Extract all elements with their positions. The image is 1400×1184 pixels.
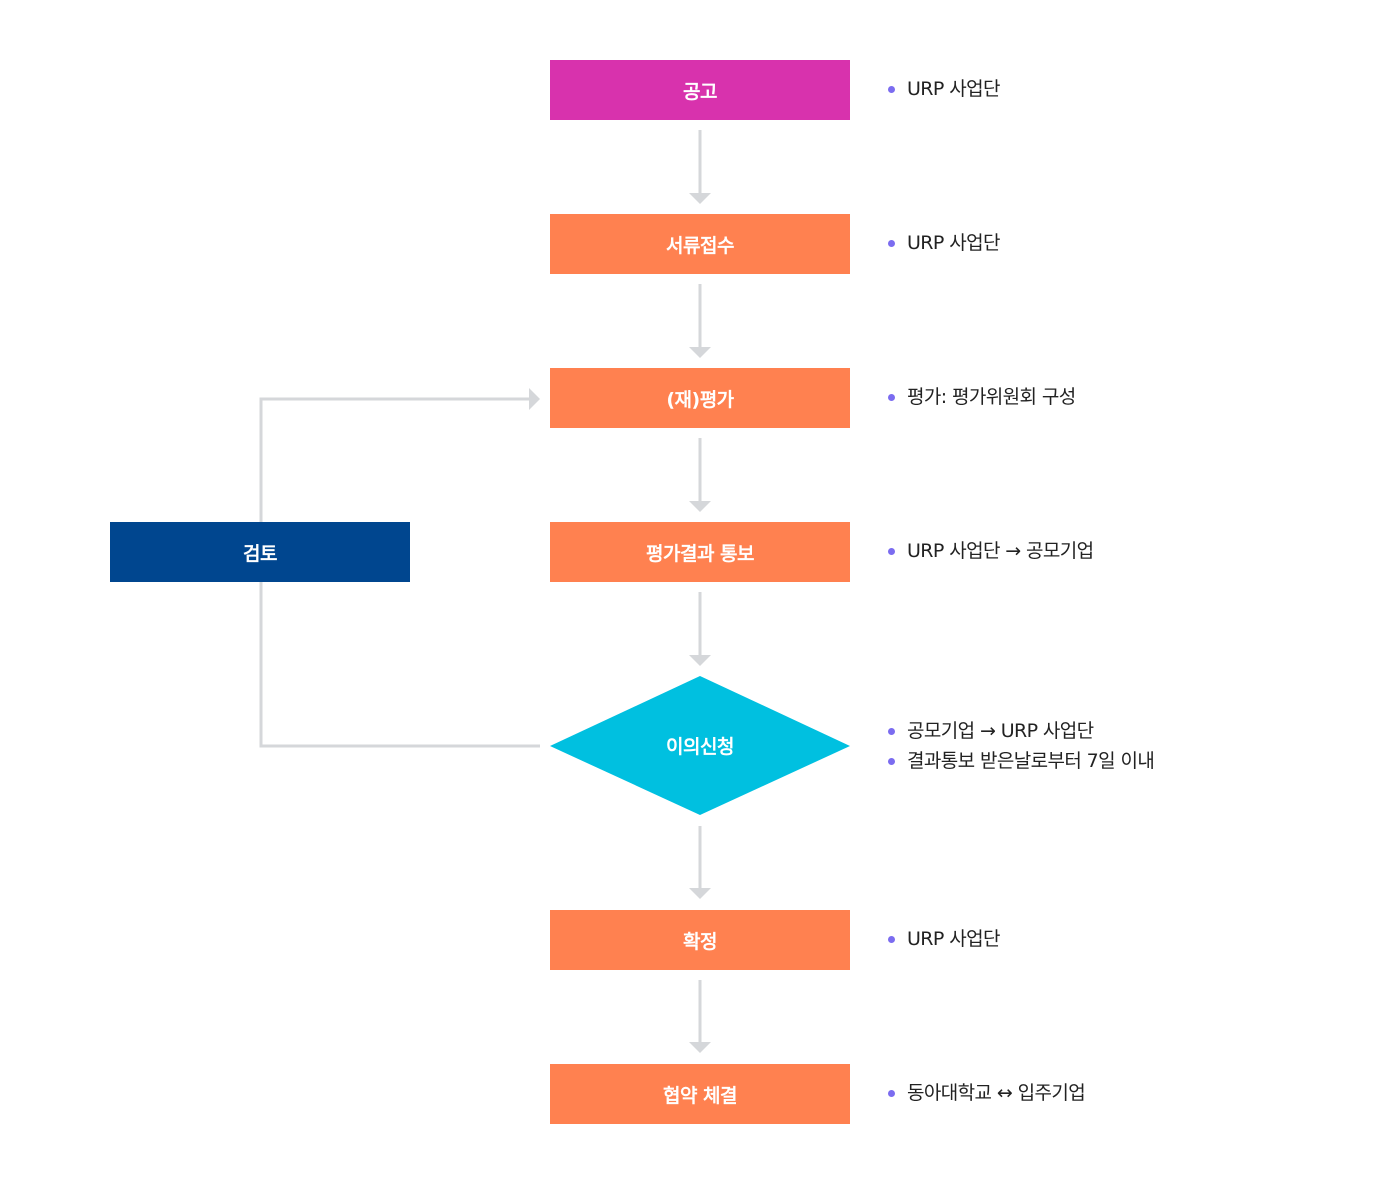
- bullet-icon: [888, 757, 895, 765]
- decision-diamond: [550, 676, 850, 815]
- bullet-icon: [888, 393, 895, 401]
- step-result-notice: 평가결과 통보: [550, 522, 850, 582]
- note-text: 공모기업 → URP 사업단: [907, 720, 1094, 742]
- step-confirmation: 확정: [550, 910, 850, 970]
- note-text: URP 사업단: [907, 78, 1000, 100]
- note-text: 결과통보 받은날로부터 7일 이내: [907, 750, 1155, 772]
- note-item: URP 사업단: [888, 74, 1000, 104]
- note-text: URP 사업단 → 공모기업: [907, 540, 1094, 562]
- down-arrow-4: [689, 592, 711, 666]
- down-arrow-2: [689, 284, 711, 358]
- note-text: URP 사업단: [907, 928, 1000, 950]
- bullet-icon: [888, 935, 895, 943]
- bullet-icon: [888, 547, 895, 555]
- bullet-icon: [888, 727, 895, 735]
- bullet-icon: [888, 85, 895, 93]
- down-arrow-3: [689, 438, 711, 512]
- step-confirmation-label: 확정: [683, 930, 717, 953]
- bullet-icon: [888, 239, 895, 247]
- note-evaluation: 평가: 평가위원회 구성: [888, 382, 1076, 412]
- step-agreement: 협약 체결: [550, 1064, 850, 1124]
- down-arrow-6: [689, 980, 711, 1053]
- note-item: URP 사업단: [888, 924, 1000, 954]
- step-announcement: 공고: [550, 60, 850, 120]
- step-agreement-label: 협약 체결: [662, 1084, 738, 1107]
- step-evaluation-label: (재)평가: [666, 388, 734, 411]
- note-item: URP 사업단: [888, 228, 1000, 258]
- note-result-notice: URP 사업단 → 공모기업: [888, 536, 1094, 566]
- step-result-notice-label: 평가결과 통보: [646, 542, 755, 565]
- note-document-submission: URP 사업단: [888, 228, 1000, 258]
- down-arrow-5: [689, 826, 711, 899]
- step-announcement-label: 공고: [683, 80, 717, 103]
- note-item: 결과통보 받은날로부터 7일 이내: [888, 746, 1155, 776]
- note-text: 평가: 평가위원회 구성: [907, 386, 1076, 408]
- note-item: 평가: 평가위원회 구성: [888, 382, 1076, 412]
- note-item: URP 사업단 → 공모기업: [888, 536, 1094, 566]
- review-label: 검토: [243, 542, 277, 565]
- note-announcement: URP 사업단: [888, 74, 1000, 104]
- step-evaluation: (재)평가: [550, 368, 850, 428]
- note-objection: 공모기업 → URP 사업단 결과통보 받은날로부터 7일 이내: [888, 716, 1155, 776]
- note-text: 동아대학교 ↔ 입주기업: [907, 1082, 1086, 1104]
- step-document-submission-label: 서류접수: [666, 234, 734, 257]
- note-confirmation: URP 사업단: [888, 924, 1000, 954]
- down-arrow-1: [689, 130, 711, 204]
- step-objection: 이의신청: [550, 725, 850, 765]
- step-objection-label: 이의신청: [666, 735, 734, 758]
- review-box: 검토: [110, 522, 410, 582]
- note-agreement: 동아대학교 ↔ 입주기업: [888, 1078, 1086, 1108]
- bullet-icon: [888, 1089, 895, 1097]
- note-text: URP 사업단: [907, 232, 1000, 254]
- feedback-loop: [259, 388, 540, 748]
- note-item: 동아대학교 ↔ 입주기업: [888, 1078, 1086, 1108]
- step-document-submission: 서류접수: [550, 214, 850, 274]
- note-item: 공모기업 → URP 사업단: [888, 716, 1154, 746]
